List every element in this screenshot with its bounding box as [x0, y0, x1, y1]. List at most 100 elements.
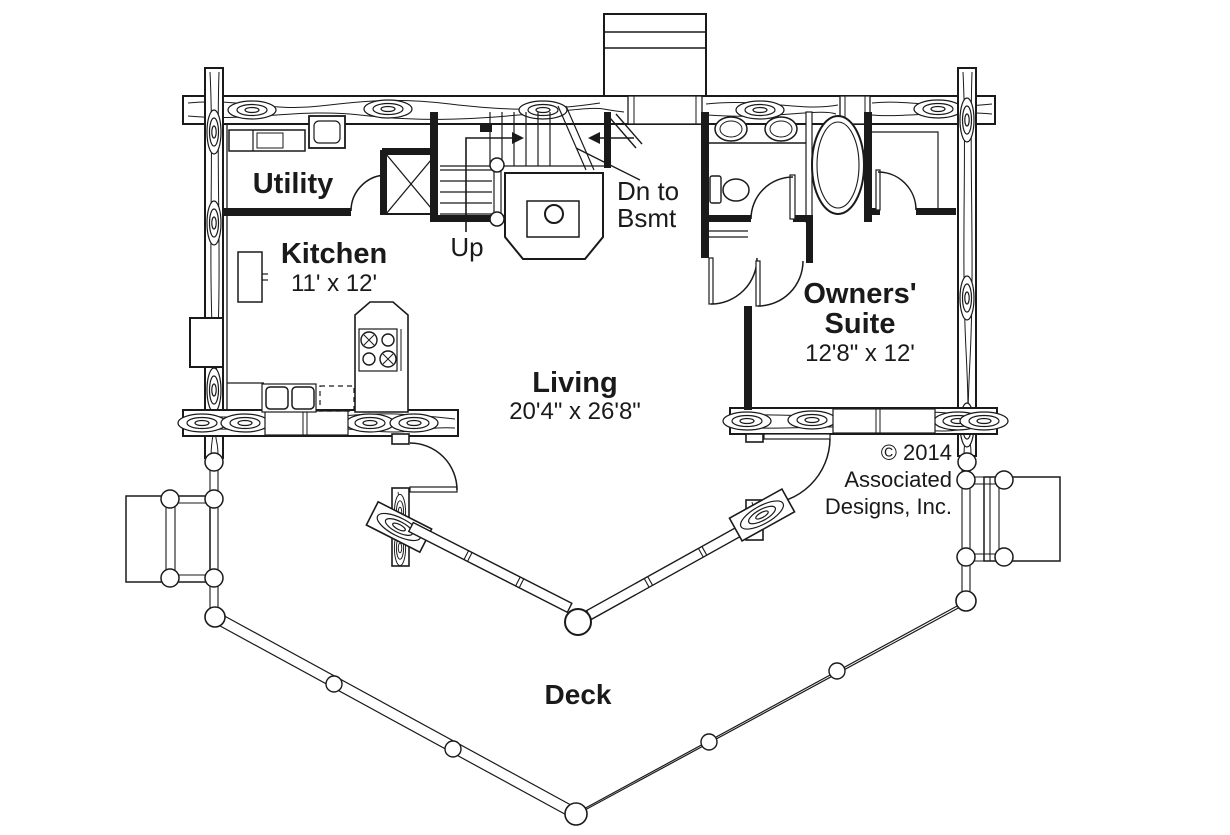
log-knot	[206, 109, 222, 155]
woodstove	[504, 172, 604, 260]
railing-post	[828, 662, 846, 680]
living-dims: 20'4" x 26'8"	[509, 398, 641, 425]
kitchen-dims: 11' x 12'	[291, 270, 377, 297]
railing-post	[994, 547, 1014, 567]
log-knot	[220, 413, 270, 433]
railing-post	[700, 733, 718, 751]
prow-windows	[365, 487, 796, 636]
bathroom	[701, 111, 872, 258]
log-wall-west	[189, 67, 224, 459]
log-knot	[177, 413, 227, 433]
down-arrow	[575, 132, 641, 181]
railing-post	[957, 452, 977, 472]
utility-sink	[308, 115, 346, 149]
kitchen-label: Kitchen	[281, 238, 387, 270]
bathroom-door	[750, 174, 796, 220]
log-knot	[363, 99, 413, 119]
railing-post	[160, 489, 180, 509]
up-label: Up	[450, 232, 483, 262]
living-label: Living	[532, 367, 617, 399]
bathroom-east-wall	[864, 112, 872, 222]
railing-post	[204, 452, 224, 472]
utility-room	[223, 115, 388, 216]
deck-stairs-right	[956, 452, 1061, 598]
deck-railing	[204, 590, 977, 826]
log-knot	[722, 411, 772, 431]
staircase	[430, 105, 643, 232]
bathtub	[811, 115, 865, 215]
window-south-east	[832, 408, 936, 434]
burner	[381, 333, 395, 347]
railing-post	[325, 675, 343, 693]
log-knot	[959, 275, 975, 321]
utility-south-wall	[223, 208, 351, 216]
log-wall-north	[182, 95, 996, 125]
deck-stairs-left	[125, 452, 224, 614]
hallway	[708, 215, 813, 410]
window-north-chimney	[627, 95, 703, 125]
up-arrow	[465, 132, 524, 232]
copyright-line2: Associated	[844, 467, 952, 492]
log-knot	[959, 411, 1009, 431]
railing-corner-post	[204, 606, 226, 628]
log-knot	[913, 99, 963, 119]
prow-log-end-right	[728, 487, 796, 543]
railing-post	[956, 470, 976, 490]
walk-in-closet	[864, 131, 956, 215]
window-south-west	[264, 410, 349, 436]
suite-west-wall	[744, 306, 752, 410]
deck-label: Deck	[545, 679, 612, 710]
log-knot	[959, 97, 975, 143]
log-knot	[206, 200, 222, 246]
railing-post	[444, 740, 462, 758]
kitchen	[226, 124, 409, 413]
log-knot	[345, 413, 395, 433]
copyright-block: © 2014 Associated Designs, Inc.	[825, 440, 952, 519]
owners-suite-label-line1: Owners'	[803, 278, 916, 310]
copyright-line3: Designs, Inc.	[825, 494, 952, 519]
toilet	[709, 175, 750, 204]
dn-label-line2: Bsmt	[617, 203, 677, 233]
railing-post	[204, 568, 224, 588]
railing-corner-post	[955, 590, 977, 612]
railing-post	[204, 489, 224, 509]
vanity	[709, 116, 806, 144]
closet-shelf	[872, 131, 939, 208]
log-wall-south-west	[177, 409, 459, 437]
prow-center-post	[564, 608, 592, 636]
log-knot	[206, 367, 222, 413]
kitchen-range	[354, 301, 409, 413]
log-knot	[735, 100, 785, 120]
refrigerator	[237, 251, 268, 303]
window-west-bay	[189, 317, 224, 368]
washer-dryer	[228, 129, 306, 152]
railing-apex-post	[564, 802, 588, 826]
railing-post	[994, 470, 1014, 490]
log-knot	[227, 100, 277, 120]
owners-suite-label-line2: Suite	[825, 308, 896, 340]
deck-door-west	[409, 442, 458, 493]
log-knot	[787, 410, 837, 430]
down-leader-line	[575, 147, 641, 181]
log-wall-south-east	[722, 407, 1009, 435]
stair-break-line	[557, 105, 587, 171]
closet-door	[875, 169, 917, 211]
chimney	[603, 13, 707, 103]
copyright-line1: © 2014	[881, 440, 952, 465]
dishwasher	[319, 385, 355, 412]
stair-railing	[489, 157, 505, 227]
kitchen-sink	[261, 383, 317, 413]
railing-post	[956, 547, 976, 567]
owners-suite-dims: 12'8" x 12'	[805, 340, 915, 367]
hall-door-suite	[755, 260, 804, 307]
pantry-closet	[380, 148, 437, 215]
utility-label: Utility	[253, 168, 334, 200]
prow-window-left	[407, 521, 573, 614]
hall-east-wall	[806, 215, 813, 263]
railing-post	[160, 568, 180, 588]
bathroom-west-wall	[701, 112, 709, 258]
log-knot	[389, 413, 439, 433]
log-wall-east	[957, 67, 977, 457]
basement-door	[609, 113, 643, 149]
